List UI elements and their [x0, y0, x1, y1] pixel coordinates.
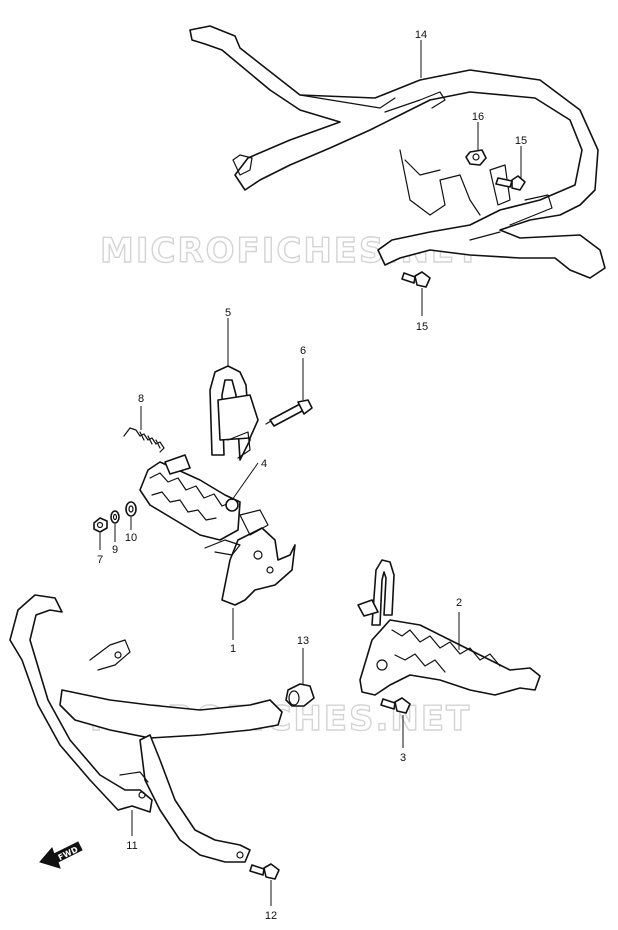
part-15-bolt-upper — [495, 175, 526, 191]
part-12-bolt — [249, 863, 280, 880]
callout-8: 8 — [138, 393, 144, 405]
part-9-washer — [110, 510, 120, 524]
callout-7: 7 — [97, 554, 103, 566]
callout-6: 6 — [300, 345, 306, 357]
fwd-direction-arrow: FWD — [39, 841, 83, 869]
callouts: 14 16 15 15 5 6 8 4 1 2 3 13 11 12 7 9 1… — [97, 29, 527, 922]
callout-15-upper: 15 — [515, 135, 527, 147]
part-11-front-guard — [9, 594, 283, 863]
part-3-bolt — [380, 697, 411, 714]
callout-10: 10 — [125, 532, 137, 544]
part-14-rear-frame — [189, 25, 606, 279]
leader-lines — [99, 40, 522, 906]
part-4-footpeg — [139, 454, 241, 541]
callout-16: 16 — [472, 111, 484, 123]
part-10-washer — [125, 501, 137, 517]
callout-5: 5 — [225, 307, 231, 319]
callout-3: 3 — [400, 752, 406, 764]
callout-1: 1 — [230, 643, 236, 655]
fwd-label: FWD — [57, 845, 80, 862]
callout-2: 2 — [456, 597, 462, 609]
callout-15-lower: 15 — [416, 321, 428, 333]
callout-11: 11 — [126, 840, 137, 852]
part-6-pin — [265, 399, 313, 427]
callout-12: 12 — [265, 910, 277, 922]
part-2-footpeg-assembly — [357, 559, 541, 696]
callout-13: 13 — [297, 635, 309, 647]
part-1-mount-plate — [204, 509, 296, 606]
part-8-spring — [123, 427, 165, 453]
part-13-collar — [285, 683, 315, 707]
callout-9: 9 — [112, 544, 118, 556]
callout-4: 4 — [261, 458, 267, 470]
part-15-bolt-lower — [401, 271, 431, 288]
part-16-nut — [465, 149, 487, 166]
part-5-bracket-loop — [209, 365, 259, 461]
callout-14: 14 — [415, 29, 427, 41]
part-7-nut — [93, 517, 108, 533]
